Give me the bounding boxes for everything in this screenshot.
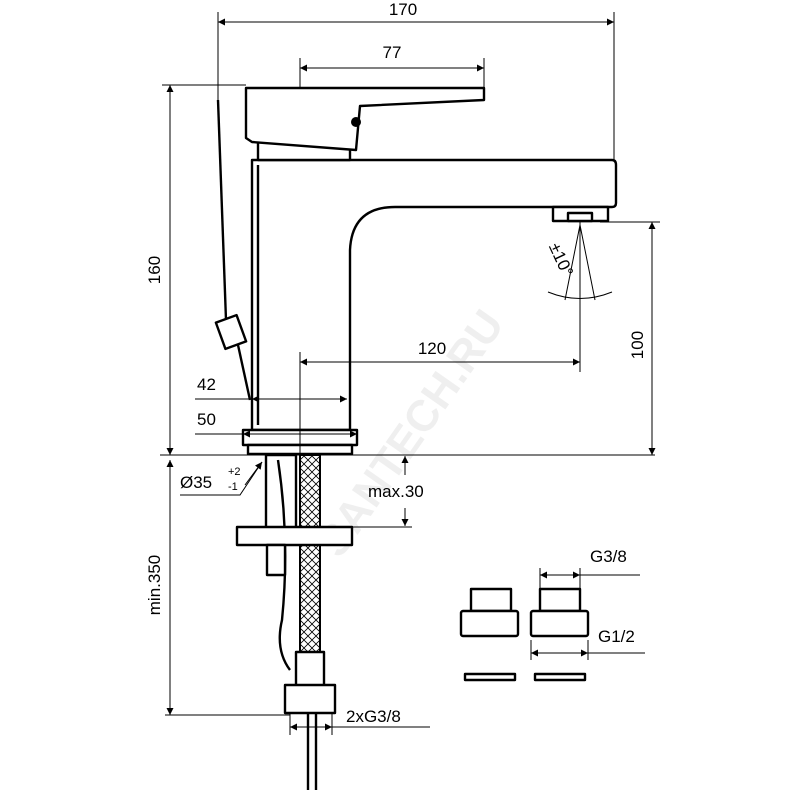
dim-50: 50 <box>197 410 216 429</box>
dim-spray-angle: ±10° <box>545 240 577 280</box>
dim-170: 170 <box>389 0 417 19</box>
dim-160: 160 <box>145 256 164 284</box>
dim-g12: G1/2 <box>598 627 635 646</box>
dim-hole-tol-minus: -1 <box>228 481 238 493</box>
dim-hose-thread: 2xG3/8 <box>346 707 401 726</box>
dim-hole-tol-plus: +2 <box>228 466 241 478</box>
dim-max-30: max.30 <box>368 482 424 501</box>
dim-hole-diameter: Ø35 <box>180 473 212 492</box>
dim-g38: G3/8 <box>590 547 627 566</box>
dimension-lines <box>160 12 660 735</box>
adapters <box>459 587 590 682</box>
dim-120: 120 <box>418 339 446 358</box>
under-deck-assembly <box>235 453 354 790</box>
dim-100: 100 <box>628 331 647 359</box>
dim-77: 77 <box>383 43 402 62</box>
dim-42: 42 <box>197 375 216 394</box>
dim-min-350: min.350 <box>145 555 164 615</box>
